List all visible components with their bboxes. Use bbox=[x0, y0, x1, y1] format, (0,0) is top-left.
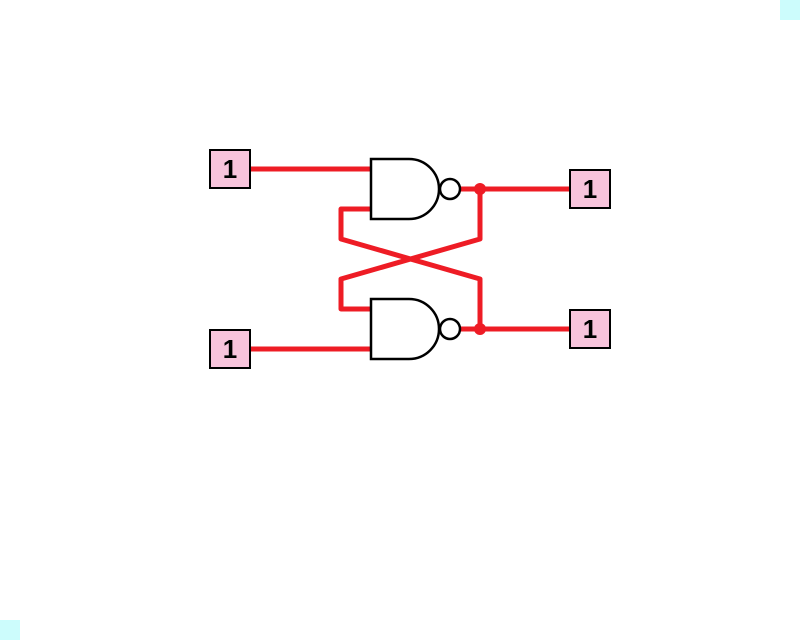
junction-dot-top bbox=[474, 183, 486, 195]
output-top-value: 1 bbox=[583, 174, 597, 204]
wire-feedback-bottom-to-top bbox=[338, 206, 483, 329]
nand-gate-bottom[interactable] bbox=[369, 297, 462, 361]
input-top-value: 1 bbox=[223, 154, 237, 184]
output-top[interactable]: 1 bbox=[569, 169, 611, 209]
input-bottom-value: 1 bbox=[223, 334, 237, 364]
wires bbox=[250, 166, 570, 352]
input-bottom-box bbox=[209, 329, 251, 369]
input-top-box bbox=[209, 149, 251, 189]
corner-marker-bottom-left bbox=[0, 620, 20, 640]
input-top[interactable]: 1 bbox=[209, 149, 251, 189]
wire-feedback-top-to-bottom bbox=[338, 189, 483, 312]
output-bottom[interactable]: 1 bbox=[569, 309, 611, 349]
nand-gate-top-bubble-icon bbox=[438, 177, 462, 201]
input-bottom[interactable]: 1 bbox=[209, 329, 251, 369]
output-top-box bbox=[569, 169, 611, 209]
nand-gate-bottom-bubble-icon bbox=[438, 317, 462, 341]
nand-gate-top-body bbox=[369, 157, 441, 221]
output-bottom-value: 1 bbox=[583, 314, 597, 344]
nand-gate-bottom-body bbox=[369, 297, 441, 361]
corner-marker-top-right bbox=[780, 0, 800, 20]
output-bottom-box bbox=[569, 309, 611, 349]
junction-dot-bottom bbox=[474, 323, 486, 335]
nand-gate-top[interactable] bbox=[369, 157, 462, 221]
